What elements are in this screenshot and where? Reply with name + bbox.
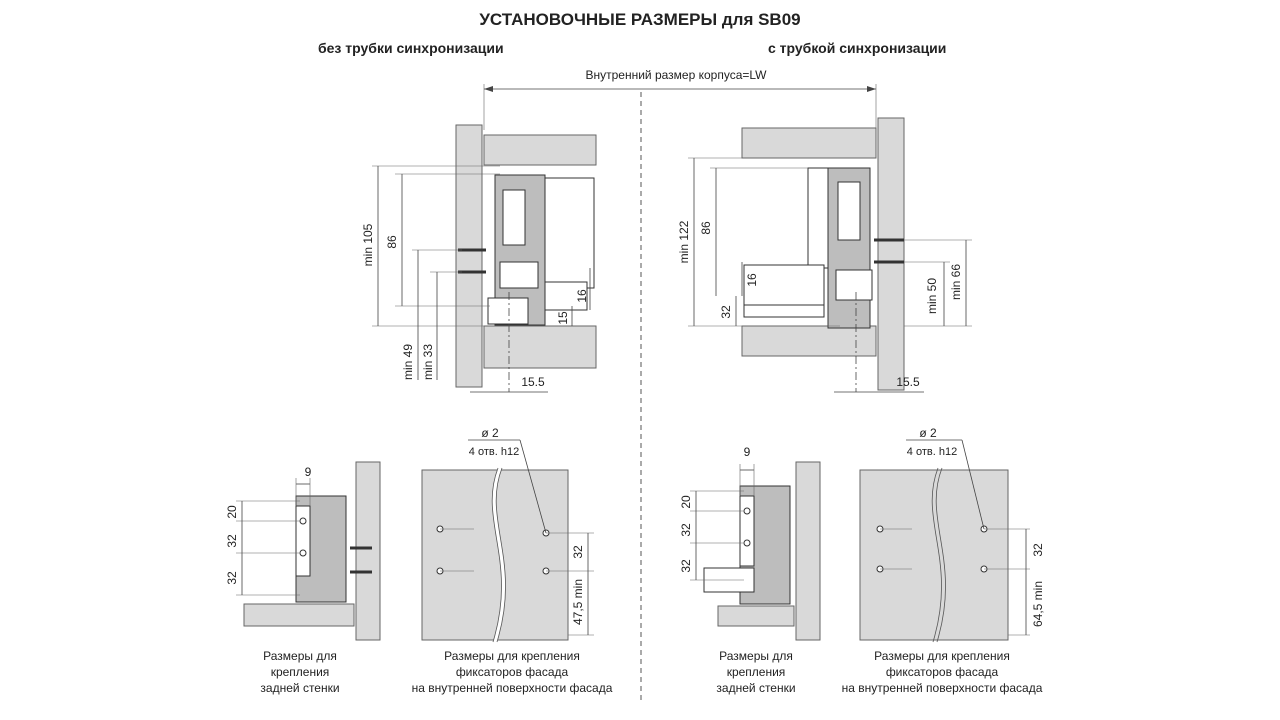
- left-back-plate: [295, 505, 311, 577]
- right-back-caption: Размеры для крепления задней стенки: [716, 649, 796, 695]
- dim-32b-left: 32: [225, 571, 239, 585]
- dim-min105: min 105: [361, 223, 375, 266]
- left-rail: [487, 297, 529, 325]
- right-back-plate: [739, 495, 755, 567]
- dim-16-left: 16: [575, 289, 589, 303]
- left-drawer-side: [541, 177, 595, 289]
- left-back-bottom: [243, 603, 355, 627]
- left-front-caption: Размеры для крепления фиксаторов фасада …: [411, 649, 613, 695]
- dim-9-right: 9: [744, 445, 751, 459]
- dim-20-right: 20: [679, 495, 693, 509]
- dim-32-front-left: 32: [571, 545, 585, 559]
- page-title: УСТАНОВОЧНЫЕ РАЗМЕРЫ для SB09: [479, 10, 801, 29]
- dim-32a-left: 32: [225, 534, 239, 548]
- leader-arrow-right: [961, 439, 985, 530]
- left-back-detail: [243, 461, 381, 641]
- right-front-caption: Размеры для крепления фиксаторов фасада …: [841, 649, 1043, 695]
- right-facade-panel: [859, 469, 1009, 641]
- dim-32-right: 32: [719, 305, 733, 319]
- left-back-caption: Размеры для крепления задней стенки: [260, 649, 340, 695]
- dim-155-left: 15.5: [521, 375, 545, 389]
- dim-min50: min 50: [925, 278, 939, 314]
- lw-label: Внутренний размер корпуса=LW: [585, 68, 767, 82]
- right-cross-section: [741, 117, 905, 392]
- dim-min122: min 122: [677, 220, 691, 263]
- left-runner-profile: [499, 261, 539, 289]
- right-side-wall: [877, 117, 905, 391]
- left-cross-section: [455, 124, 597, 392]
- left-subtitle: без трубки синхронизации: [318, 40, 504, 56]
- right-subtitle: с трубкой синхронизации: [768, 40, 947, 56]
- dim-15-left: 15: [556, 311, 570, 325]
- dim-86-left: 86: [385, 235, 399, 249]
- dim-32a-right: 32: [679, 523, 693, 537]
- dim-min-front-right: 64,5 min: [1031, 581, 1045, 627]
- dim-min49: min 49: [401, 344, 415, 380]
- right-lock-clip: [837, 181, 861, 241]
- left-screws: [458, 248, 486, 274]
- right-runner-profile: [835, 269, 873, 301]
- dim-20-left: 20: [225, 505, 239, 519]
- right-back-detail: [703, 461, 821, 641]
- dim-32b-right: 32: [679, 559, 693, 573]
- dim-16-right: 16: [745, 273, 759, 287]
- dim-32-front-right: 32: [1031, 543, 1045, 557]
- left-bottom-panel: [483, 325, 597, 369]
- right-top-panel: [741, 127, 877, 159]
- left-side-wall: [455, 124, 483, 388]
- left-break-wave: [492, 467, 506, 643]
- right-sync-rod: [743, 304, 825, 318]
- dia-right: ø 2: [919, 426, 937, 440]
- dim-86-right: 86: [699, 221, 713, 235]
- left-lock-clip: [502, 189, 526, 246]
- dim-155-right: 15.5: [896, 375, 920, 389]
- right-screws: [874, 238, 904, 264]
- left-front-panel: [421, 467, 594, 643]
- dim-min33: min 33: [421, 344, 435, 380]
- left-back-wall: [355, 461, 381, 641]
- left-bottom-slot: [544, 281, 588, 311]
- right-front-panel: [859, 467, 1030, 643]
- holes-left: 4 отв. h12: [469, 446, 519, 458]
- right-back-bottom: [717, 605, 795, 627]
- dim-min66: min 66: [949, 264, 963, 300]
- leader-arrow-left: [519, 439, 547, 534]
- right-back-wall: [795, 461, 821, 641]
- left-top-panel: [483, 134, 597, 166]
- holes-right: 4 отв. h12: [907, 446, 957, 458]
- right-bottom-panel: [741, 325, 877, 357]
- dim-min-front-left: 47,5 min: [571, 579, 585, 625]
- dim-9-left: 9: [305, 465, 312, 479]
- dia-left: ø 2: [481, 426, 499, 440]
